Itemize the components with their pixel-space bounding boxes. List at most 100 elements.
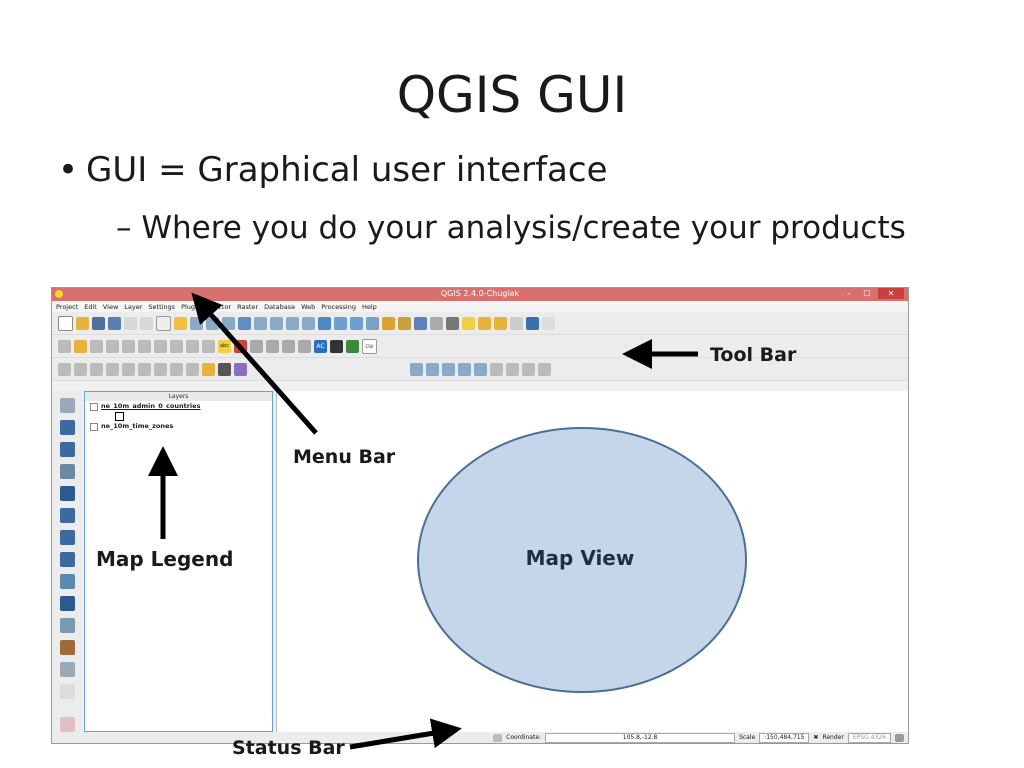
- menu-view[interactable]: View: [102, 302, 119, 311]
- help-icon[interactable]: [526, 316, 539, 330]
- add-ring-icon[interactable]: [74, 362, 87, 376]
- deselect-icon[interactable]: [382, 316, 395, 330]
- raster-tool-1-icon[interactable]: [410, 362, 423, 376]
- zoom-last-icon[interactable]: [286, 316, 299, 330]
- pan-to-selection-icon[interactable]: [174, 316, 187, 330]
- menu-edit[interactable]: Edit: [84, 302, 97, 311]
- current-edits-icon[interactable]: [58, 339, 71, 353]
- minimize-button[interactable]: –: [847, 289, 851, 298]
- legend-layer-row[interactable]: ne_10m_admin_0_countries: [85, 401, 272, 412]
- rotate-label-icon[interactable]: [282, 339, 295, 353]
- menu-settings[interactable]: Settings: [148, 302, 176, 311]
- close-button[interactable]: ✕: [878, 288, 904, 299]
- label-tool-icon[interactable]: abc: [218, 339, 231, 353]
- add-feature-icon[interactable]: [106, 339, 119, 353]
- add-spatialite-layer-icon[interactable]: [59, 464, 75, 479]
- raster-tool-3-icon[interactable]: [442, 362, 455, 376]
- identify-icon[interactable]: [334, 316, 347, 330]
- add-postgis-layer-icon[interactable]: [59, 442, 75, 457]
- select-rectangle-icon[interactable]: [366, 316, 379, 330]
- new-layer-icon[interactable]: [59, 662, 75, 677]
- menu-project[interactable]: Project: [56, 302, 79, 311]
- csv-icon[interactable]: CSV: [362, 338, 377, 354]
- reshape-features-icon[interactable]: [154, 362, 167, 376]
- qgis-cloud-icon[interactable]: [346, 339, 359, 353]
- add-raster-layer-icon[interactable]: [59, 420, 75, 435]
- scale-field[interactable]: :150,484,715: [759, 732, 810, 743]
- menu-help[interactable]: Help: [361, 302, 377, 311]
- offset-curve-icon[interactable]: [170, 362, 183, 376]
- text-annotation-icon[interactable]: [510, 316, 523, 330]
- fill-ring-icon[interactable]: [106, 362, 119, 376]
- pan-icon[interactable]: [156, 315, 171, 331]
- move-feature-icon[interactable]: [122, 339, 135, 353]
- attribute-table-icon[interactable]: [414, 316, 427, 330]
- crosshair-icon[interactable]: [59, 717, 75, 732]
- cut-features-icon[interactable]: [170, 339, 183, 353]
- menu-layer[interactable]: Layer: [124, 302, 143, 311]
- raster-tool-2-icon[interactable]: [426, 362, 439, 376]
- copy-features-icon[interactable]: [186, 339, 199, 353]
- new-project-icon[interactable]: [58, 315, 73, 331]
- composer-manager-icon[interactable]: [140, 316, 153, 330]
- new-bookmark-icon[interactable]: [478, 316, 491, 330]
- add-wcs-layer-icon[interactable]: [59, 552, 75, 567]
- split-features-icon[interactable]: [186, 362, 199, 376]
- node-tool-icon[interactable]: [138, 339, 151, 353]
- add-oracle-layer-icon[interactable]: [59, 508, 75, 523]
- ac-plugin-icon[interactable]: AC: [314, 339, 327, 353]
- toggle-editing-icon[interactable]: [74, 339, 87, 353]
- delete-part-icon[interactable]: [138, 362, 151, 376]
- add-wms-layer-icon[interactable]: [59, 530, 75, 545]
- maximize-button[interactable]: ☐: [863, 289, 871, 298]
- refresh-icon[interactable]: [318, 316, 331, 330]
- move-label-icon[interactable]: [266, 339, 279, 353]
- open-project-icon[interactable]: [76, 316, 89, 330]
- select-icon[interactable]: [350, 316, 363, 330]
- paste-features-icon[interactable]: [202, 339, 215, 353]
- digitize-tool-icon[interactable]: [58, 362, 71, 376]
- print-composer-icon[interactable]: [124, 316, 137, 330]
- raster-tool-5-icon[interactable]: [474, 362, 487, 376]
- coordinate-field[interactable]: 105.8,-12.8: [545, 732, 736, 743]
- save-as-icon[interactable]: [108, 316, 121, 330]
- zoom-actual-icon[interactable]: [222, 316, 235, 330]
- save-project-icon[interactable]: [92, 316, 105, 330]
- add-wfs-layer-icon[interactable]: [59, 574, 75, 589]
- map-tips-icon[interactable]: [462, 316, 475, 330]
- menu-raster[interactable]: Raster: [237, 302, 259, 311]
- merge-features-icon[interactable]: [202, 362, 215, 376]
- coordinate-toggle-icon[interactable]: [493, 733, 503, 742]
- field-calculator-icon[interactable]: [398, 316, 411, 330]
- menu-web[interactable]: Web: [301, 302, 316, 311]
- raster-tool-6-icon[interactable]: [490, 362, 503, 376]
- log-messages-icon[interactable]: [895, 733, 904, 742]
- raster-tool-7-icon[interactable]: [506, 362, 519, 376]
- menu-database[interactable]: Database: [264, 302, 296, 311]
- menu-processing[interactable]: Processing: [321, 302, 356, 311]
- add-vector-layer-icon[interactable]: [59, 398, 75, 413]
- add-gpx-icon[interactable]: [59, 640, 75, 655]
- chevron-down-icon[interactable]: [59, 684, 75, 699]
- zoom-next-icon[interactable]: [302, 316, 315, 330]
- epsg-button[interactable]: EPSG:4326: [847, 732, 891, 743]
- show-hide-labels-icon[interactable]: [250, 339, 263, 353]
- raster-tool-9-icon[interactable]: [538, 362, 551, 376]
- sum-icon[interactable]: [234, 362, 247, 376]
- render-checkbox-icon[interactable]: ✖: [813, 734, 819, 741]
- openlayers-icon[interactable]: [330, 339, 343, 353]
- add-part-icon[interactable]: [90, 362, 103, 376]
- raster-tool-8-icon[interactable]: [522, 362, 535, 376]
- merge-attributes-icon[interactable]: [218, 362, 231, 376]
- delete-selected-icon[interactable]: [154, 339, 167, 353]
- layer-checkbox[interactable]: [90, 402, 98, 411]
- add-mssql-layer-icon[interactable]: [59, 486, 75, 501]
- save-edits-icon[interactable]: [90, 339, 103, 353]
- change-label-icon[interactable]: [298, 339, 311, 353]
- statistics-icon[interactable]: [430, 316, 443, 330]
- layer-checkbox[interactable]: [90, 422, 98, 431]
- measure-icon[interactable]: [446, 316, 459, 330]
- zoom-selection-icon[interactable]: [270, 316, 283, 330]
- delete-ring-icon[interactable]: [122, 362, 135, 376]
- zoom-full-icon[interactable]: [238, 316, 251, 330]
